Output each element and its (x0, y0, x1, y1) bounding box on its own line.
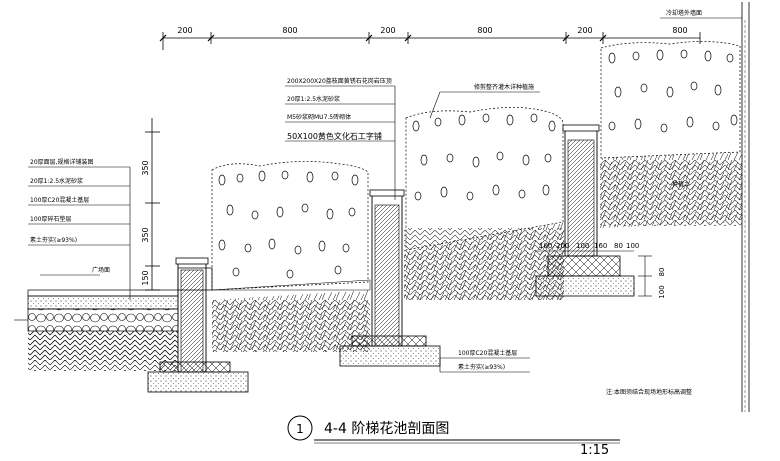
bottom-note: 注:本图须结合现场地形标高调整 (606, 388, 692, 396)
right-dimension-lines (536, 250, 652, 297)
right-dim-2: 200 (556, 242, 569, 250)
top-dim-4: 800 (477, 26, 492, 35)
left-label-1: 20厚面层,规格详铺装图 (30, 158, 94, 166)
bottom-label-2: 素土夯实(≥93%) (458, 363, 505, 371)
left-label-4: 100厚碎石垫层 (30, 215, 71, 223)
middle-label-2: 20厚1:2.5水泥砂浆 (287, 95, 340, 103)
middle-label-3: M5砂浆砌MU7.5砖砌体 (287, 113, 351, 121)
top-dim-1: 200 (177, 26, 192, 35)
title-block (287, 415, 620, 444)
left-label-6: 广场面 (92, 266, 110, 274)
drawing-scale: 1:15 (580, 443, 609, 458)
top-right-note: 冷却塔外墙面 (666, 9, 702, 17)
top-dim-2: 800 (282, 26, 297, 35)
shrubs-tier-2 (405, 107, 564, 251)
left-label-5: 素土夯实(≥93%) (30, 236, 77, 244)
top-dimension-line (159, 32, 701, 50)
right-dim-7: 80 (658, 268, 666, 277)
planting-soil-label: 种植土 (672, 180, 690, 188)
left-label-3: 100厚C20混凝土基层 (30, 196, 89, 204)
left-dim-3: 150 (141, 270, 150, 285)
section-number: 1 (296, 422, 304, 436)
right-dim-1: 100 (539, 242, 552, 250)
plant-label: 修剪整齐灌木详种植施 (474, 83, 534, 91)
bottom-label-leaders (439, 357, 530, 373)
middle-label-1: 200X200X20荔枝面黄锈石花岗岩压顶 (287, 77, 392, 85)
left-label-leaders (28, 166, 131, 300)
left-dimension-line (145, 118, 160, 291)
bottom-label-1: 100厚C20混凝土基层 (458, 349, 517, 357)
shrubs-tier-1 (211, 161, 369, 291)
left-dim-2: 350 (141, 227, 150, 242)
shrubs-tier-3 (600, 41, 741, 159)
right-dim-4: 160 (594, 242, 607, 250)
middle-label-leaders (285, 85, 540, 200)
left-dim-1: 350 (141, 160, 150, 175)
top-dim-6: 800 (672, 26, 687, 35)
right-dim-3: 100 (576, 242, 589, 250)
drawing-title: 4-4 阶梯花池剖面图 (324, 421, 449, 437)
left-label-2: 20厚1:2.5水泥砂浆 (30, 177, 83, 185)
right-dim-6: 100 (626, 242, 639, 250)
top-dim-5: 200 (577, 26, 592, 35)
right-dim-8: 100 (658, 285, 666, 298)
ground-hatching (28, 160, 742, 371)
right-dim-5: 80 (614, 242, 623, 250)
middle-label-4: 50X100黄色文化石工字铺 (287, 131, 382, 141)
top-dim-3: 200 (380, 26, 395, 35)
